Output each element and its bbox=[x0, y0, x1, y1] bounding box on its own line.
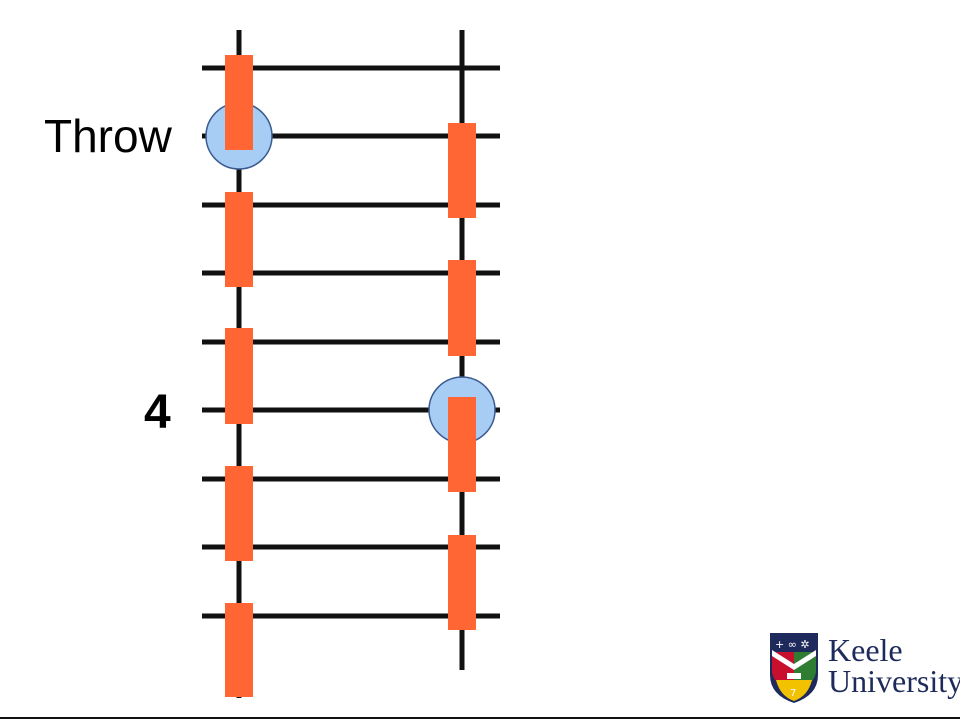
right-orange-bar bbox=[448, 260, 476, 356]
left-orange-bar bbox=[225, 328, 253, 424]
left-orange-bar bbox=[225, 603, 253, 697]
left-orange-bar bbox=[225, 192, 253, 287]
throw-label: Throw bbox=[44, 110, 173, 162]
logo-text-university: University bbox=[828, 663, 960, 699]
keele-shield-icon: + ∞ ✲ 7 bbox=[770, 633, 818, 703]
svg-text:+ ∞ ✲: + ∞ ✲ bbox=[775, 638, 810, 651]
right-orange-bar bbox=[448, 535, 476, 630]
right-orange-bar bbox=[448, 123, 476, 218]
left-orange-bar bbox=[225, 55, 253, 150]
logo-text-keele: Keele bbox=[828, 632, 903, 668]
right-orange-bar bbox=[448, 397, 476, 492]
orange-bars bbox=[225, 55, 476, 697]
left-orange-bar bbox=[225, 466, 253, 561]
svg-text:7: 7 bbox=[790, 688, 796, 699]
keele-university-logo: + ∞ ✲ 7 Keele University bbox=[770, 632, 960, 703]
number-four-label: 4 bbox=[144, 386, 171, 439]
